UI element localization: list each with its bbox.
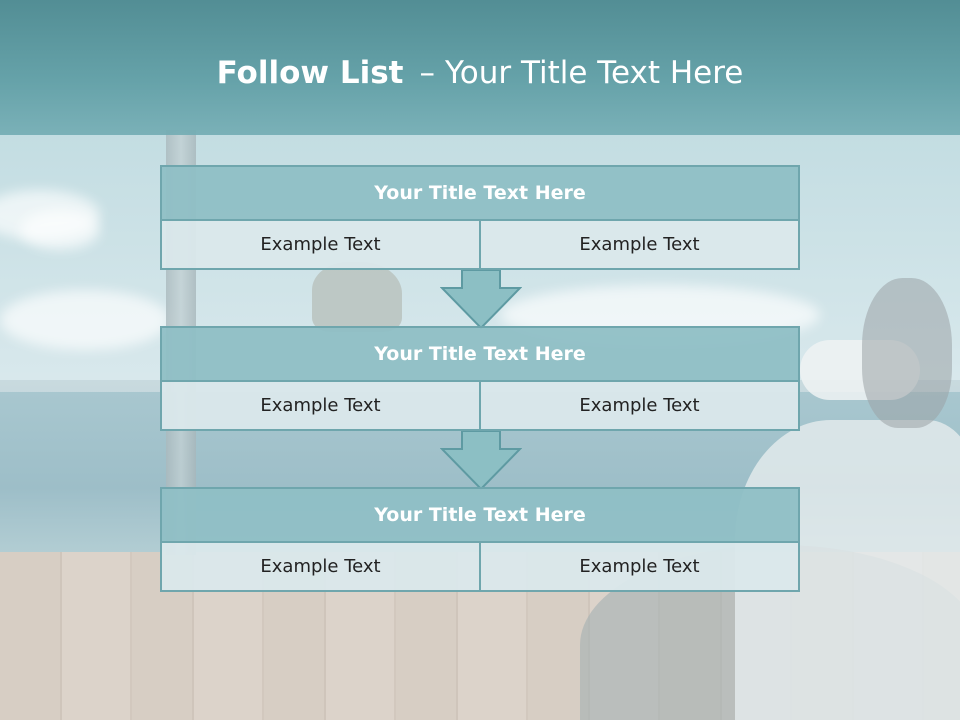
person-head — [862, 278, 952, 428]
block-cell-left: Example Text — [160, 543, 481, 592]
follow-block-2: Your Title Text Here Example Text Exampl… — [160, 326, 800, 431]
title-dash: – — [419, 55, 435, 91]
block-title: Your Title Text Here — [160, 326, 800, 382]
title-bold: Follow List — [216, 55, 404, 91]
follow-block-1: Your Title Text Here Example Text Exampl… — [160, 165, 800, 270]
down-arrow-icon — [440, 270, 522, 330]
block-row: Example Text Example Text — [160, 543, 800, 592]
block-cell-left: Example Text — [160, 221, 481, 270]
block-title: Your Title Text Here — [160, 165, 800, 221]
block-cell-right: Example Text — [481, 221, 800, 270]
cloud — [0, 290, 170, 350]
block-cell-right: Example Text — [481, 543, 800, 592]
block-title: Your Title Text Here — [160, 487, 800, 543]
block-row: Example Text Example Text — [160, 221, 800, 270]
follow-block-3: Your Title Text Here Example Text Exampl… — [160, 487, 800, 592]
cloud — [20, 210, 100, 250]
block-row: Example Text Example Text — [160, 382, 800, 431]
header-band — [0, 0, 960, 135]
slide-title: Follow List–Your Title Text Here — [0, 55, 960, 91]
rock — [312, 262, 402, 332]
down-arrow-icon — [440, 431, 522, 491]
title-rest: Your Title Text Here — [444, 55, 744, 91]
block-cell-right: Example Text — [481, 382, 800, 431]
block-cell-left: Example Text — [160, 382, 481, 431]
